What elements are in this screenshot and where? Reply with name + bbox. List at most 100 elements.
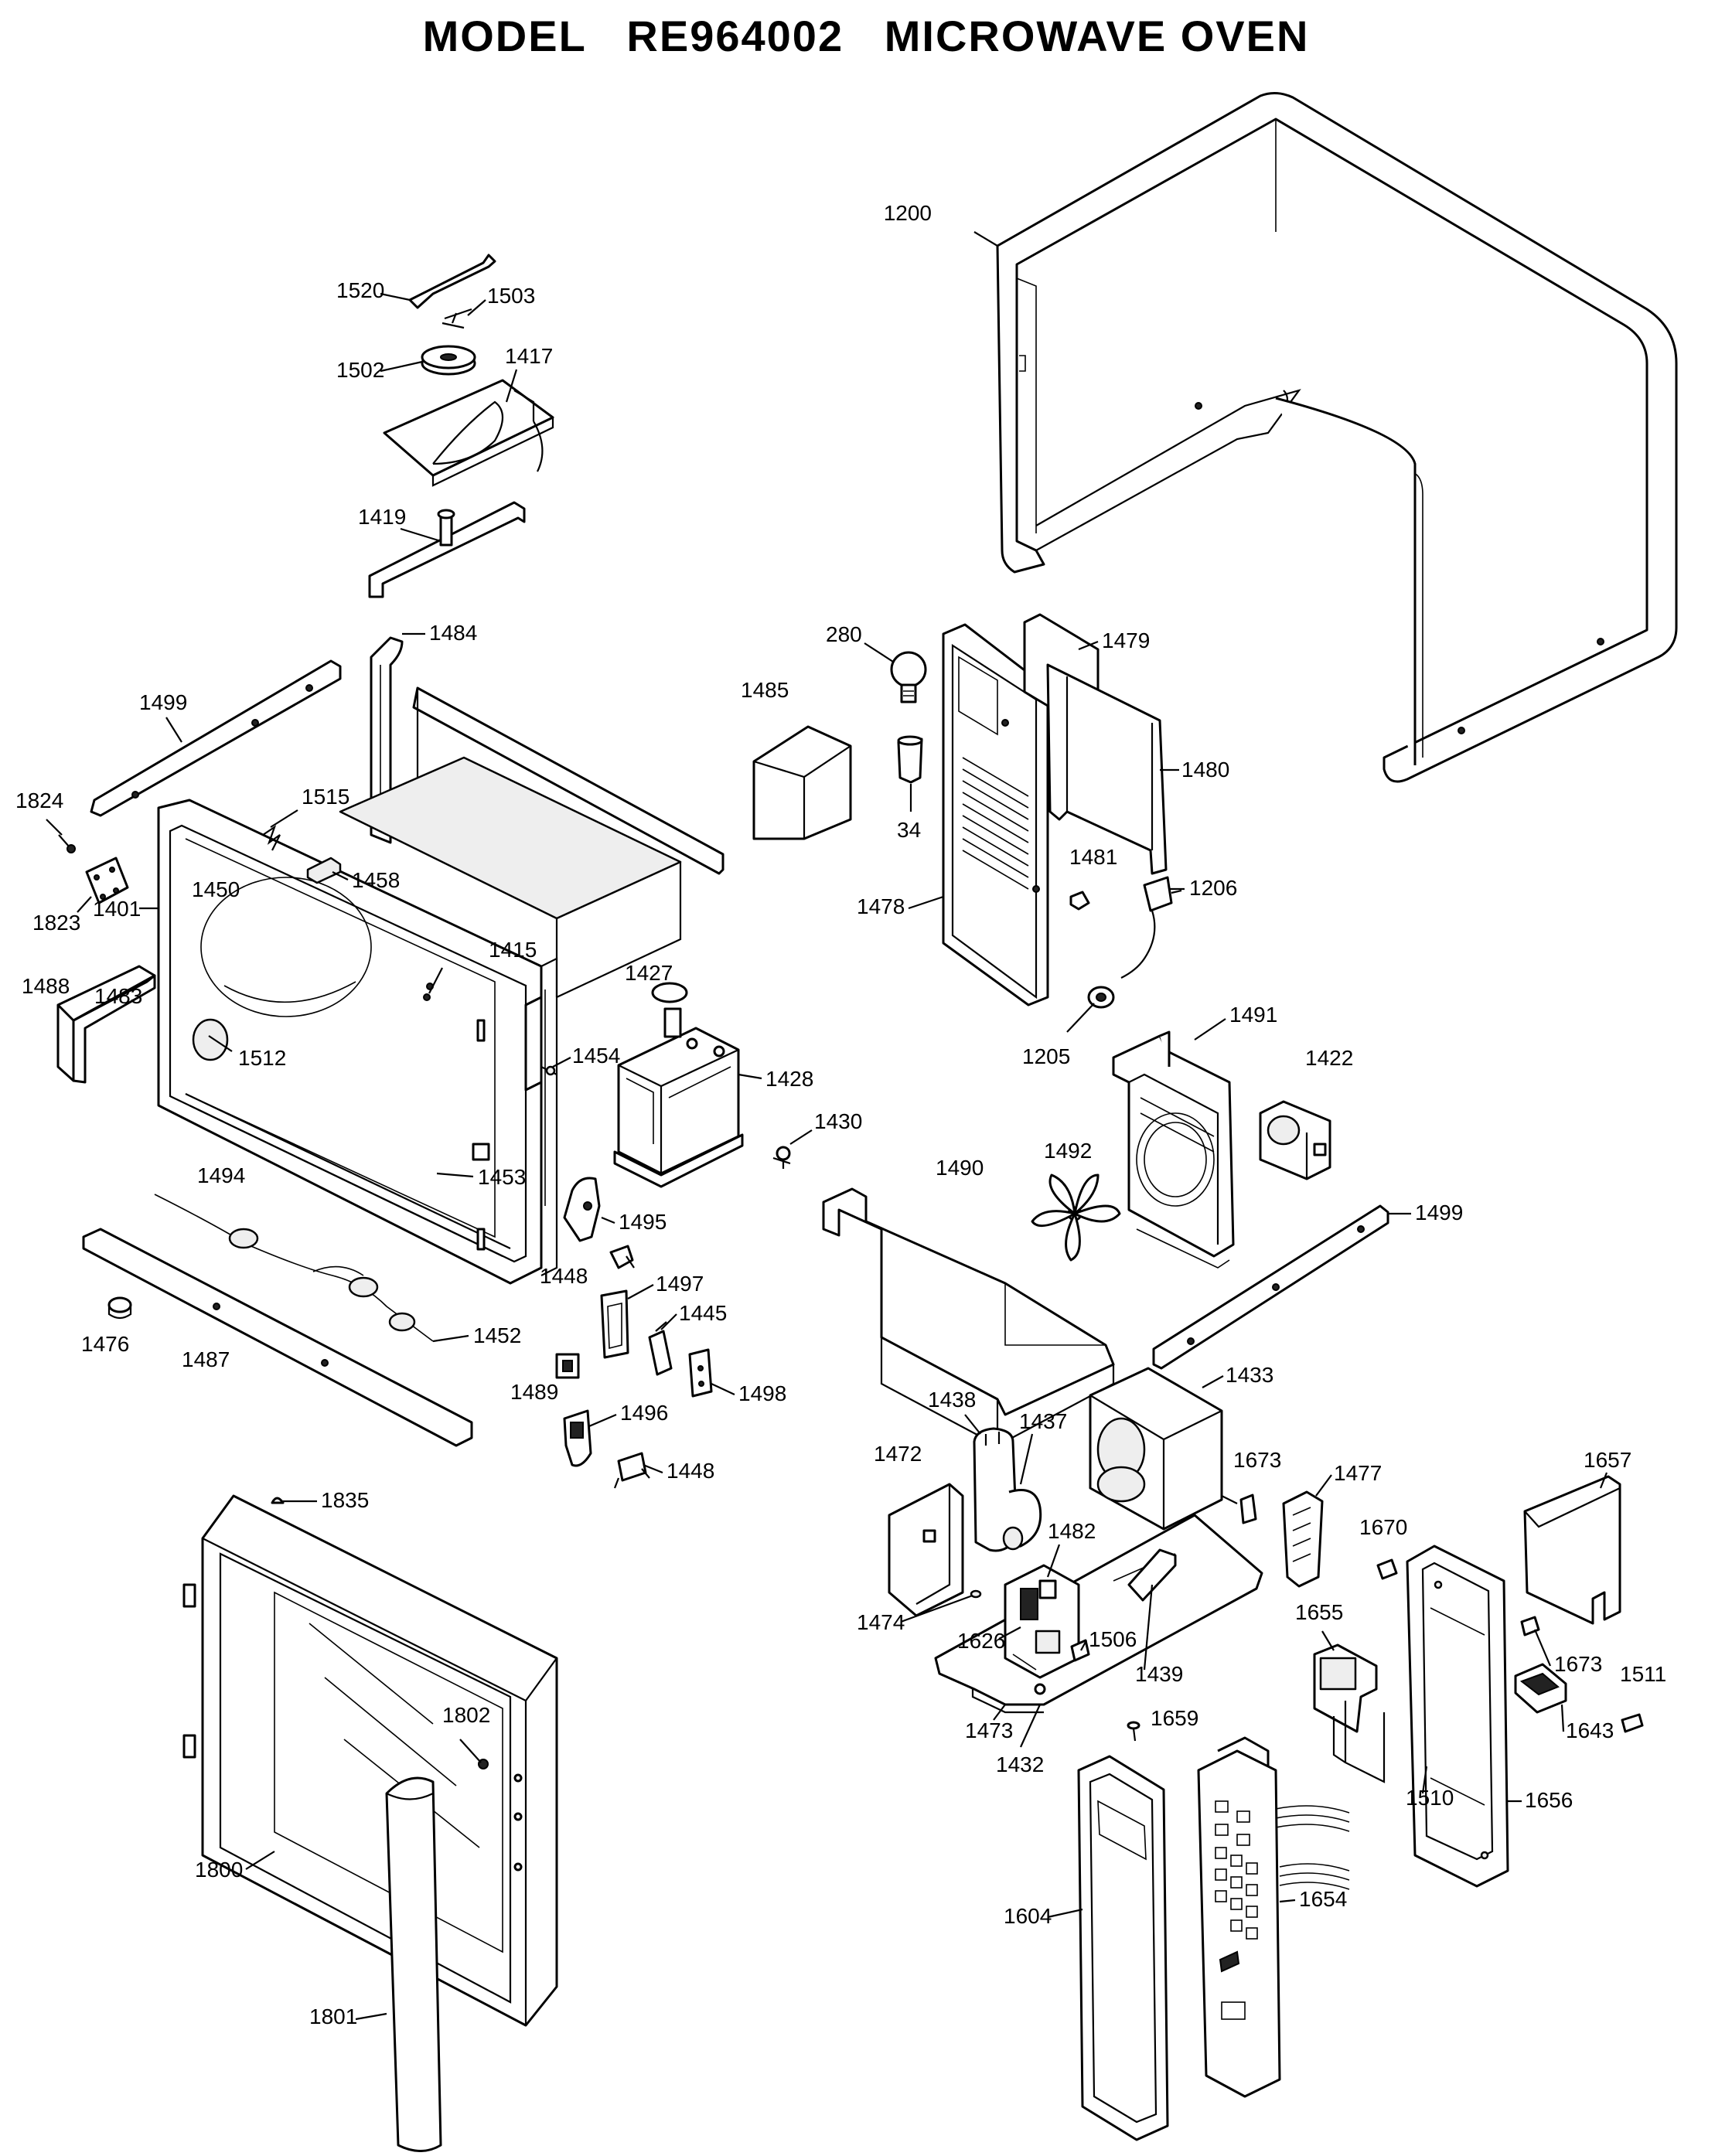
leader-line-1496 [588,1413,617,1428]
part-label-1659: 1659 [1151,1706,1198,1730]
panel-screw-part [1127,1721,1140,1742]
leader-line-1454 [552,1057,571,1068]
relay-part [1514,1663,1567,1714]
fan-blade-part [1031,1173,1121,1262]
monitor-switch-part [555,1353,580,1379]
waveguide-ring-part [651,982,688,1003]
part-label-1626: 1626 [957,1629,1005,1653]
leader-line-1673b [1533,1629,1552,1667]
part-label-1419: 1419 [358,505,406,529]
leader-line-1428 [738,1073,762,1080]
switch-holder-part [600,1289,629,1359]
small-relay-part [1376,1558,1398,1580]
leader-line-1604 [1047,1908,1083,1919]
part-label-1512: 1512 [238,1046,286,1070]
stirrer-pulley-part [421,345,476,376]
fan-housing-part [1112,1030,1235,1269]
keypad-membrane-part [1197,1736,1350,2098]
part-label-1445: 1445 [679,1301,727,1325]
leader-line-1520 [380,292,411,301]
bumper-foot-part [107,1296,132,1320]
leader-line-1643 [1560,1704,1565,1732]
part-label-1477: 1477 [1334,1461,1382,1485]
switch-actuator-part [563,1409,592,1467]
leader-line-1515 [270,809,298,828]
part-label-1473: 1473 [965,1718,1013,1742]
part-label-1205: 1205 [1022,1044,1070,1068]
control-frame-part [1406,1545,1509,1888]
part-label-1604: 1604 [1004,1904,1052,1928]
part-label-1511: 1511 [1620,1662,1666,1686]
leader-line-1439 [1143,1584,1154,1671]
control-panel-frame-part [1077,1755,1169,2141]
part-label-1482: 1482 [1048,1519,1096,1543]
leader-line-1510 [1421,1766,1428,1794]
power-cord-terminal-part [1120,876,1182,979]
part-label-1491: 1491 [1229,1003,1277,1027]
part-label-1824: 1824 [15,788,63,812]
part-label-1448b: 1448 [667,1459,714,1483]
leader-line-1497 [627,1284,654,1299]
leader-line-1200 [973,231,998,247]
leader-line-1432 [1019,1704,1042,1748]
oven-cavity-part [157,686,725,1285]
part-label-1643: 1643 [1566,1718,1614,1742]
part-label-1417: 1417 [505,344,553,368]
leader-line-1453 [436,1172,474,1178]
part-label-1206: 1206 [1189,876,1237,900]
part-label-1481: 1481 [1069,845,1117,869]
part-label-1657: 1657 [1584,1448,1631,1472]
part-label-1478: 1478 [857,894,905,918]
part-label-1458: 1458 [352,868,400,892]
front-bracket-part [56,965,156,1084]
outer-cabinet-part [996,92,1678,783]
leader-line-1655 [1321,1630,1335,1651]
small-fuse-part [1621,1713,1644,1733]
part-label-1415: 1415 [489,938,537,962]
part-label-1487: 1487 [182,1347,230,1371]
part-label-1484: 1484 [429,621,477,645]
leader-line-1626 [998,1626,1021,1640]
terminal-part [1239,1494,1257,1524]
leader-line-1452 [432,1334,469,1343]
part-label-1422: 1422 [1305,1046,1353,1070]
diagram-title: MODEL RE964002 MICROWAVE OVEN [422,12,1310,60]
part-label-1432: 1432 [996,1752,1044,1776]
leader-line-1417 [505,369,518,403]
leader-line-1458 [332,871,349,880]
part-label-1656: 1656 [1525,1788,1573,1812]
capacitor-bracket-part [1002,1489,1042,1551]
leader-line-1419 [400,527,442,543]
part-label-1438: 1438 [928,1388,976,1412]
side-rail-lower-part [1152,1204,1389,1370]
terminal-board-part [1282,1490,1324,1588]
leader-line-1802 [459,1739,482,1763]
leader-line-1506 [1080,1640,1087,1651]
screw-part [58,834,76,853]
magnetron-part [613,1007,744,1188]
part-label-1433: 1433 [1226,1363,1273,1387]
leader-line-1433 [1202,1375,1224,1388]
leader-line-1499a [165,717,182,743]
part-label-1453: 1453 [478,1165,526,1189]
terminal-block-part [524,996,557,1092]
part-label-34: 34 [897,818,921,842]
leader-line-1415 [428,967,443,994]
part-label-1474: 1474 [857,1610,905,1634]
mounting-bracket-part [888,1483,964,1617]
part-label-1490: 1490 [936,1156,984,1180]
leader-line-1482 [1046,1544,1061,1578]
part-label-1498: 1498 [738,1381,786,1405]
air-duct-part [1046,663,1168,875]
leader-line-1498 [711,1383,735,1395]
part-label-1476: 1476 [81,1332,129,1356]
latch-lever-part [563,1177,601,1242]
part-label-1495: 1495 [619,1210,667,1234]
part-label-1401: 1401 [93,897,141,921]
grommet-part [1087,986,1115,1009]
leader-lines [46,231,1608,2021]
leader-line-1430 [789,1129,813,1145]
part-label-1427: 1427 [625,961,673,985]
part-label-1499b: 1499 [1415,1201,1463,1224]
